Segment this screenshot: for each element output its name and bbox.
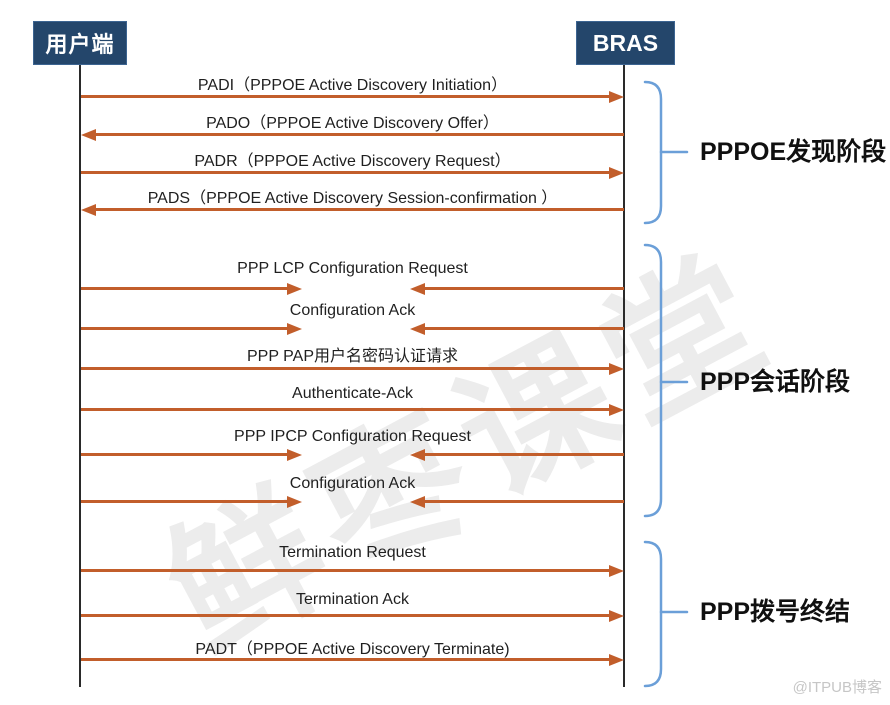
arrowhead-right-icon [287,449,302,461]
message-label: Termination Request [279,544,426,561]
arrowhead-left-icon [410,283,425,295]
actor-box-client: 用户端 [33,21,127,65]
message-arrow-line [81,500,288,503]
message-arrow-line [96,133,624,136]
arrowhead-left-icon [410,496,425,508]
arrowhead-right-icon [609,565,624,577]
message-arrow-line [81,614,610,617]
message-arrow-line [81,658,610,661]
message-arrow-line [81,367,610,370]
arrowhead-right-icon [609,404,624,416]
message-arrow-line [96,208,624,211]
message-label: PADO（PPPOE Active Discovery Offer） [206,115,499,132]
actor-label-client: 用户端 [45,32,115,57]
message-label: PPP PAP用户名密码认证请求 [246,348,458,365]
phase-label: PPPOE发现阶段 [700,138,887,166]
actor-box-bras: BRAS [576,21,675,65]
message-label: PADI（PPPOE Active Discovery Initiation） [197,77,508,94]
phase-brace [643,243,689,518]
message-label: PADR（PPPOE Active Discovery Request） [194,153,511,170]
message-label: PPP LCP Configuration Request [237,260,468,277]
arrowhead-left-icon [81,129,96,141]
message-arrow-line [81,95,610,98]
message-arrow-line [81,453,288,456]
credit-text: @ITPUB博客 [792,679,882,696]
phase-label: PPP拨号终结 [700,598,851,626]
arrowhead-right-icon [609,363,624,375]
arrowhead-right-icon [287,323,302,335]
message-label: Configuration Ack [289,475,416,492]
arrowhead-right-icon [287,283,302,295]
arrowhead-right-icon [609,654,624,666]
message-arrow-line [81,327,288,330]
message-arrow-line [425,453,624,456]
message-label: Termination Ack [296,591,409,608]
message-arrow-line [81,569,610,572]
message-arrow-line [81,171,610,174]
arrowhead-left-icon [81,204,96,216]
message-label: PADT（PPPOE Active Discovery Terminate) [195,641,510,658]
arrowhead-right-icon [609,91,624,103]
arrowhead-right-icon [609,610,624,622]
arrowhead-right-icon [609,167,624,179]
message-label: PPP IPCP Configuration Request [234,428,471,445]
phase-brace [643,80,689,225]
message-label: Authenticate-Ack [292,385,413,402]
lifeline-client [79,65,81,687]
message-arrow-line [425,287,624,290]
phase-label: PPP会话阶段 [700,368,851,396]
arrowhead-left-icon [410,323,425,335]
message-arrow-line [425,500,624,503]
message-arrow-line [425,327,624,330]
phase-brace [643,540,689,688]
message-arrow-line [81,408,610,411]
actor-label-bras: BRAS [592,29,659,56]
arrowhead-right-icon [287,496,302,508]
arrowhead-left-icon [410,449,425,461]
message-arrow-line [81,287,288,290]
lifeline-bras [623,65,625,687]
message-label: PADS（PPPOE Active Discovery Session-conf… [147,190,558,207]
message-label: Configuration Ack [289,302,416,319]
